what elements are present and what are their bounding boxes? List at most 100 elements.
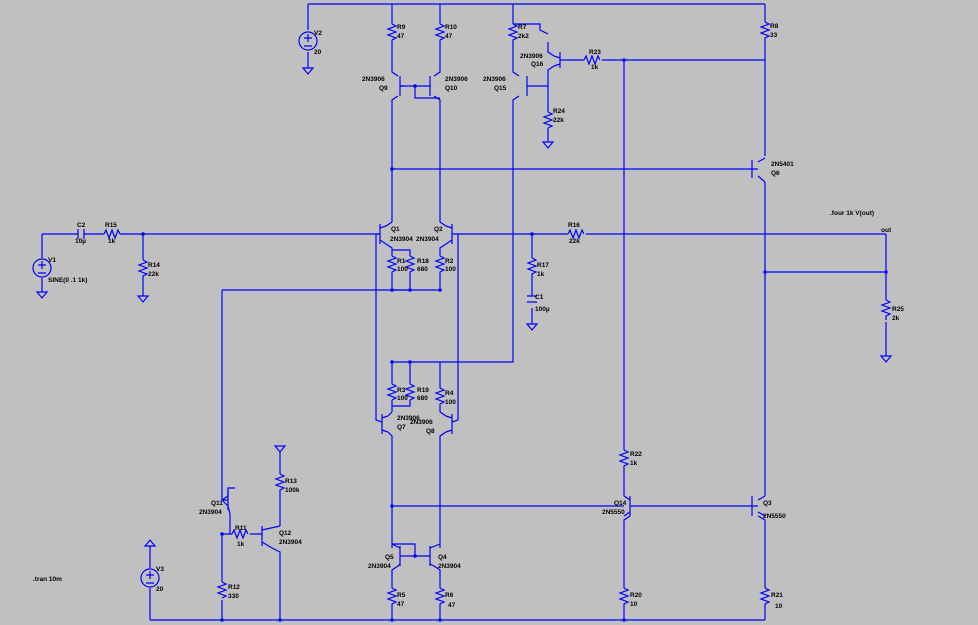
value-r19: 680 bbox=[417, 395, 428, 402]
ground-icon bbox=[136, 295, 150, 303]
value-r21: 10 bbox=[775, 603, 783, 610]
resistor-r5 bbox=[386, 587, 398, 606]
label-r6: R6 bbox=[445, 592, 454, 599]
value-r17: 1k bbox=[537, 271, 545, 278]
label-r16: R16 bbox=[568, 222, 580, 229]
ground-icon bbox=[35, 291, 49, 299]
transistor-q2 bbox=[445, 224, 458, 245]
ground-icon bbox=[273, 445, 287, 453]
value-r3: 100 bbox=[397, 395, 408, 402]
label-r10: R10 bbox=[445, 24, 457, 31]
label-r14: R14 bbox=[148, 262, 160, 269]
label-r24: R24 bbox=[553, 108, 565, 115]
label-r1: R1 bbox=[397, 258, 406, 265]
label-r11: R11 bbox=[235, 525, 247, 532]
resistor-r1 bbox=[386, 255, 398, 274]
label-c2: C2 bbox=[77, 222, 86, 229]
value-r8: 33 bbox=[770, 32, 778, 39]
value-r2: 100 bbox=[445, 266, 456, 273]
resistor-r25 bbox=[880, 299, 892, 320]
label-r22: R22 bbox=[630, 451, 642, 458]
label-r12: R12 bbox=[228, 584, 240, 591]
voltage-source-v1 bbox=[32, 258, 52, 278]
transistor-q14 bbox=[623, 495, 640, 517]
label-q4: Q4 bbox=[438, 554, 447, 561]
label-v3: V3 bbox=[156, 566, 164, 573]
label-q7: Q7 bbox=[397, 424, 406, 431]
value-r14: 22k bbox=[148, 271, 159, 278]
resistor-r11 bbox=[231, 528, 249, 540]
model-q10: 2N3906 bbox=[445, 76, 468, 83]
resistor-r15 bbox=[103, 228, 121, 240]
label-r2: R2 bbox=[445, 258, 454, 265]
label-r15: R15 bbox=[105, 222, 117, 229]
model-q9: 2N3906 bbox=[362, 76, 385, 83]
value-r5: 47 bbox=[397, 601, 405, 608]
label-q16: Q16 bbox=[531, 61, 544, 68]
value-c2: 10µ bbox=[75, 238, 86, 245]
label-r21: R21 bbox=[771, 592, 783, 599]
value-c1: 100µ bbox=[535, 306, 550, 313]
transistor-q16 bbox=[553, 52, 561, 68]
value-r24: 22k bbox=[553, 117, 564, 124]
label-r17: R17 bbox=[537, 262, 549, 269]
label-v2: V2 bbox=[314, 30, 322, 37]
resistor-r21 bbox=[759, 587, 771, 606]
capacitor-c1 bbox=[527, 295, 537, 303]
label-r4: R4 bbox=[445, 390, 454, 397]
resistor-r14 bbox=[137, 259, 149, 280]
model-q15: 2N3906 bbox=[483, 76, 506, 83]
resistor-r9 bbox=[386, 23, 398, 42]
ground-icon bbox=[301, 67, 315, 75]
value-r16: 22k bbox=[569, 238, 580, 245]
ground-icon bbox=[879, 355, 893, 363]
value-r4: 100 bbox=[445, 399, 456, 406]
value-r7: 2k2 bbox=[518, 33, 529, 40]
resistor-r20 bbox=[618, 587, 630, 606]
resistor-r8 bbox=[759, 21, 771, 40]
resistor-r22 bbox=[618, 449, 630, 468]
model-q16: 2N3906 bbox=[520, 53, 543, 60]
label-r8: R8 bbox=[770, 23, 779, 30]
resistor-r18 bbox=[404, 255, 416, 274]
label-q12: Q12 bbox=[279, 530, 292, 537]
resistor-r24 bbox=[542, 111, 554, 129]
model-q2: 2N3904 bbox=[416, 236, 439, 243]
transistor-q8 bbox=[445, 414, 453, 434]
model-q5: 2N3904 bbox=[368, 563, 391, 570]
label-r20: R20 bbox=[630, 592, 642, 599]
label-q14: Q14 bbox=[614, 500, 627, 507]
label-q5: Q5 bbox=[385, 554, 394, 561]
label-q11: Q11 bbox=[211, 500, 223, 507]
label-c1: C1 bbox=[535, 294, 544, 301]
label-r7: R7 bbox=[518, 24, 527, 31]
label-q15: Q15 bbox=[494, 85, 507, 92]
transistor-q9 bbox=[399, 76, 404, 96]
transistor-q12 bbox=[261, 525, 281, 549]
resistor-r13 bbox=[274, 473, 286, 494]
label-q10: Q10 bbox=[445, 85, 458, 92]
resistor-r12 bbox=[216, 581, 228, 599]
ground-icon bbox=[541, 141, 555, 149]
value-r23: 1k bbox=[591, 64, 599, 71]
value-r11: 1k bbox=[237, 541, 245, 548]
transistor-q3 bbox=[751, 495, 766, 517]
resistor-r17 bbox=[526, 257, 538, 278]
model-q14: 2N5550 bbox=[602, 509, 625, 516]
resistor-r3 bbox=[386, 383, 398, 401]
value-r10: 47 bbox=[445, 33, 453, 40]
label-r19: R19 bbox=[417, 387, 429, 394]
label-r13: R13 bbox=[285, 478, 297, 485]
resistor-r7 bbox=[507, 23, 519, 42]
model-q4: 2N3904 bbox=[438, 563, 461, 570]
label-r9: R9 bbox=[397, 24, 406, 31]
label-r18: R18 bbox=[417, 258, 429, 265]
resistor-r16 bbox=[567, 228, 585, 240]
transistor-q6 bbox=[751, 157, 766, 183]
label-q8: Q8 bbox=[426, 428, 435, 435]
label-r5: R5 bbox=[397, 592, 406, 599]
value-v3: 20 bbox=[156, 586, 164, 593]
voltage-source-v3 bbox=[140, 568, 160, 588]
out-net-label: out bbox=[881, 227, 892, 234]
